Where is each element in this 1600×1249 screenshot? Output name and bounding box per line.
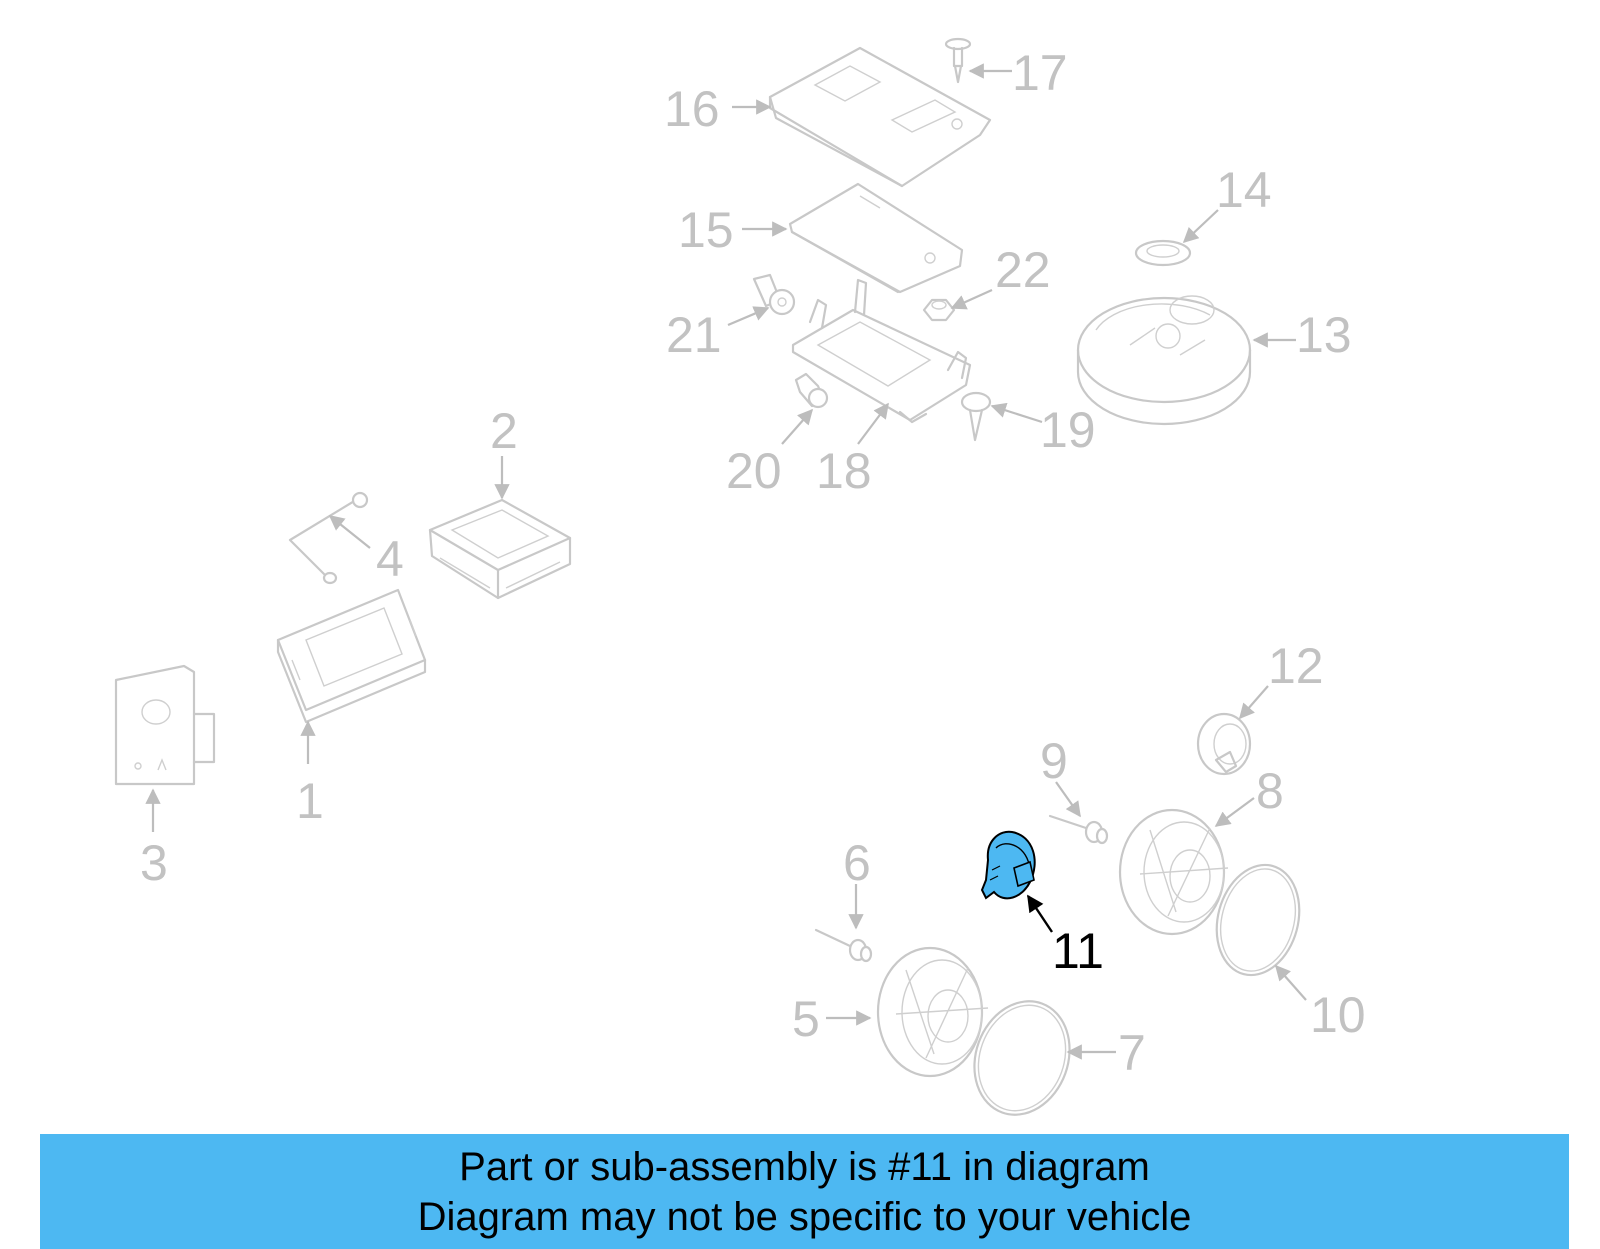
callout-19: 19 (1040, 402, 1096, 458)
part-9-rivet (1048, 814, 1109, 845)
part-17-clip (944, 37, 972, 84)
part-2-module (428, 498, 572, 600)
callout-8: 8 (1256, 763, 1284, 819)
part-10-gasket (1215, 863, 1301, 977)
callout-14: 14 (1216, 162, 1272, 218)
part-7-gasket (973, 1000, 1071, 1116)
callout-20: 20 (726, 443, 782, 499)
callout-6: 6 (843, 835, 871, 891)
part-8-speaker (1118, 808, 1229, 936)
callout-12: 12 (1268, 638, 1324, 694)
part-19-screw (960, 391, 992, 442)
callout-4: 4 (376, 531, 404, 587)
callout-16: 16 (664, 81, 720, 137)
part-5-speaker (876, 946, 989, 1078)
part-15-module (788, 182, 964, 294)
part-14-ring (1134, 239, 1192, 267)
part-4-cable (288, 491, 369, 585)
part-3-bracket (114, 664, 216, 786)
part-11-tweeter (980, 830, 1036, 900)
callout-7: 7 (1118, 1025, 1146, 1081)
banner-line-1: Part or sub-assembly is #11 in diagram (459, 1144, 1150, 1189)
banner-line-2: Diagram may not be specific to your vehi… (417, 1194, 1192, 1239)
part-16-cover (768, 46, 992, 188)
callout-10: 10 (1310, 987, 1366, 1043)
callout-21: 21 (666, 307, 722, 363)
callout-13: 13 (1296, 307, 1352, 363)
part-18-bracket (791, 278, 972, 424)
callout-3: 3 (140, 835, 168, 891)
callout-17: 17 (1012, 45, 1068, 101)
part-20-bolt (794, 372, 829, 409)
callout-1: 1 (296, 773, 324, 829)
callout-18: 18 (816, 443, 872, 499)
leader-lines (145, 63, 1307, 1060)
callout-2: 2 (490, 403, 518, 459)
part-6-rivet (814, 928, 873, 963)
callout-11: 11 (1052, 923, 1104, 979)
part-22-nut (922, 298, 956, 322)
callout-5: 5 (792, 991, 820, 1047)
callout-labels: 16 17 15 21 22 14 13 19 20 18 2 4 1 3 12… (140, 45, 1366, 1081)
callout-22: 22 (995, 242, 1051, 298)
part-21-clip (752, 273, 796, 316)
part-12-speaker (1196, 712, 1252, 776)
part-13-subwoofer (1076, 295, 1252, 426)
info-banner: Part or sub-assembly is #11 in diagram D… (40, 1134, 1569, 1249)
callout-15: 15 (678, 202, 734, 258)
part-1-display (276, 588, 427, 724)
callout-9: 9 (1040, 733, 1068, 789)
